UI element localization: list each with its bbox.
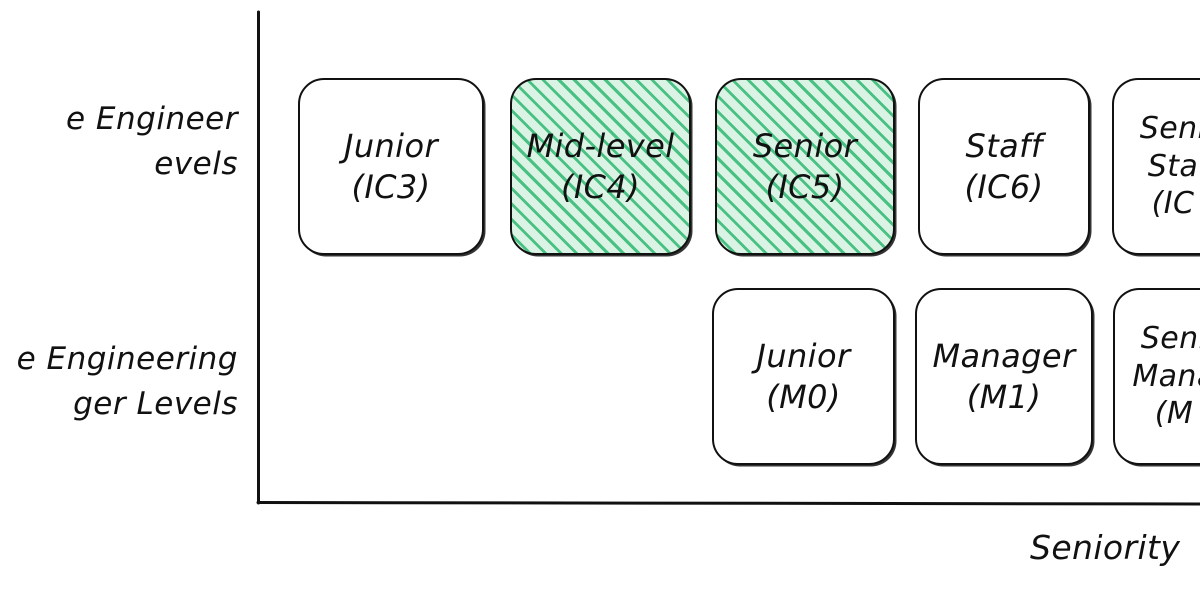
level-box-mid-level-ic4[interactable]: Mid-level (IC4) [510, 78, 691, 255]
level-box-manager-m1[interactable]: Manager (M1) [915, 288, 1093, 465]
level-box-staff-ic6[interactable]: Staff (IC6) [918, 78, 1090, 255]
level-box-junior-m0-line-2: (M0) [766, 377, 841, 416]
level-box-junior-ic3-line-1: Junior [343, 127, 439, 166]
level-box-staff-ic6-line-1: Staff [965, 127, 1043, 166]
manager-row-label-line-1: e Engineering [16, 341, 238, 377]
level-box-manager-m1-line-1: Manager [932, 337, 1076, 376]
level-box-senior-manager-m2-line-2: Mana [1132, 358, 1200, 394]
level-box-senior-ic5-line-2: (IC5) [765, 167, 845, 206]
level-box-senior-staff-ic7-line-3: (IC [1151, 186, 1195, 222]
ic-row-label-line-2: evels [154, 145, 238, 182]
level-box-junior-ic3-line-2: (IC3) [351, 167, 431, 206]
ic-row-label: e Engineer evels [66, 97, 238, 187]
level-box-senior-manager-m2-line-1: Seni [1140, 320, 1200, 356]
level-box-senior-staff-ic7-line-2: Sta [1147, 148, 1199, 184]
manager-row-label-line-2: ger Levels [73, 385, 238, 422]
level-box-senior-staff-ic7[interactable]: Seni Sta (IC [1112, 78, 1200, 255]
level-box-senior-manager-m2[interactable]: Seni Mana (M [1113, 288, 1200, 465]
level-box-senior-manager-m2-line-3: (M [1154, 396, 1194, 432]
level-box-senior-ic5-line-1: Senior [752, 127, 858, 166]
level-box-junior-m0-line-1: Junior [756, 337, 851, 376]
manager-row-label: e Engineering ger Levels [17, 337, 238, 427]
level-box-senior-ic5[interactable]: Senior (IC5) [715, 78, 895, 255]
level-box-mid-level-ic4-line-1: Mid-level [526, 127, 675, 166]
x-axis-line [256, 501, 1200, 506]
level-box-staff-ic6-line-2: (IC6) [964, 167, 1044, 206]
level-box-mid-level-ic4-line-2: (IC4) [560, 167, 641, 206]
level-box-junior-ic3[interactable]: Junior (IC3) [298, 78, 484, 255]
x-axis-title: Seniority [1030, 528, 1181, 567]
level-box-manager-m1-line-2: (M1) [966, 377, 1042, 416]
level-box-senior-staff-ic7-line-1: Seni [1139, 110, 1200, 146]
ic-row-label-line-1: e Engineer [66, 101, 238, 137]
level-box-junior-m0[interactable]: Junior (M0) [712, 288, 895, 465]
